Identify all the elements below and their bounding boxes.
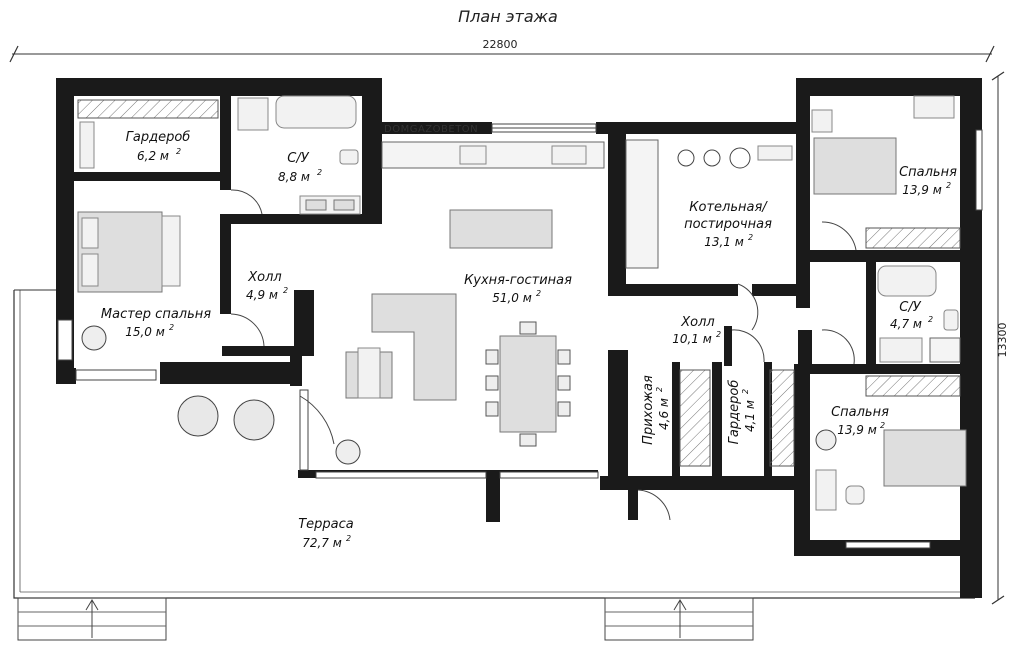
room-area: 13,1 м [704, 235, 744, 249]
area-unit-power: 2 [880, 421, 885, 430]
room-name: Холл [680, 315, 714, 330]
room-area: 4,9 м [246, 288, 278, 302]
room-area: 10,1 м [672, 332, 712, 346]
room-hall-2: Холл 10,1 м 2 [672, 315, 721, 346]
area-unit-power: 2 [741, 389, 750, 394]
area-unit-power: 2 [536, 289, 541, 298]
area-unit-power: 2 [716, 330, 721, 339]
area-unit-power: 2 [176, 147, 181, 156]
room-area: 15,0 м [125, 325, 165, 339]
room-name: Спальня [831, 405, 889, 420]
area-unit-power: 2 [748, 233, 753, 242]
room-area: 4,1 м [743, 400, 757, 432]
room-area: 6,2 м [137, 149, 169, 163]
room-name: Мастер спальня [101, 307, 211, 322]
room-area: 4,7 м [890, 317, 922, 331]
room-kitchen-living: Кухня-гостиная 51,0 м 2 [464, 273, 572, 305]
room-wardrobe-1: Гардероб 6,2 м 2 [126, 130, 191, 163]
room-area: 51,0 м [492, 291, 532, 305]
room-name-line-2: постирочная [684, 217, 772, 232]
height-dimension-line: 13300 [991, 71, 1009, 605]
room-name: Терраса [298, 517, 354, 532]
terrace-outline [13, 289, 975, 641]
room-bathroom-2: С/У 4,7 м 2 [890, 300, 933, 331]
room-entrance: Прихожая 4,6 м 2 [641, 375, 671, 445]
room-bathroom-1: С/У 8,8 м 2 [278, 151, 322, 184]
room-boiler: Котельная/ постирочная 13,1 м 2 [684, 200, 772, 249]
area-unit-power: 2 [317, 168, 322, 177]
room-area: 8,8 м [278, 170, 310, 184]
room-area: 13,9 м [902, 183, 942, 197]
room-bedroom-1: Спальня 13,9 м 2 [899, 165, 957, 197]
room-name: Спальня [899, 165, 957, 180]
room-name: Кухня-гостиная [464, 273, 572, 288]
room-terrace: Терраса 72,7 м 2 [298, 517, 354, 550]
area-unit-power: 2 [346, 534, 351, 543]
room-area: 13,9 м [837, 423, 877, 437]
area-unit-power: 2 [928, 315, 933, 324]
plan-title: План этажа [458, 7, 558, 26]
room-name: Гардероб [727, 380, 742, 445]
room-hall-1: Холл 4,9 м 2 [246, 270, 288, 302]
room-bedroom-2: Спальня 13,9 м 2 [831, 405, 889, 437]
room-name: Гардероб [126, 130, 191, 145]
room-name: С/У [899, 300, 921, 315]
room-name: Котельная/ [689, 200, 768, 215]
width-dimension-line: 22800 [9, 38, 995, 63]
room-area: 4,6 м [657, 398, 671, 430]
area-unit-power: 2 [946, 181, 951, 190]
area-unit-power: 2 [283, 286, 288, 295]
area-unit-power: 2 [655, 387, 664, 392]
area-unit-power: 2 [169, 323, 174, 332]
room-name: Прихожая [641, 375, 656, 445]
windows [57, 123, 983, 549]
room-name: Холл [247, 270, 281, 285]
height-dimension: 13300 [996, 323, 1009, 358]
furniture [77, 95, 967, 511]
width-dimension: 22800 [483, 38, 518, 51]
brand-label: DOMGAZOBETON [384, 124, 478, 135]
room-master-bedroom: Мастер спальня 15,0 м 2 [101, 307, 211, 339]
room-name: С/У [287, 151, 309, 166]
room-wardrobe-2: Гардероб 4,1 м 2 [727, 380, 757, 445]
doors [230, 189, 857, 521]
room-area: 72,7 м [302, 536, 342, 550]
